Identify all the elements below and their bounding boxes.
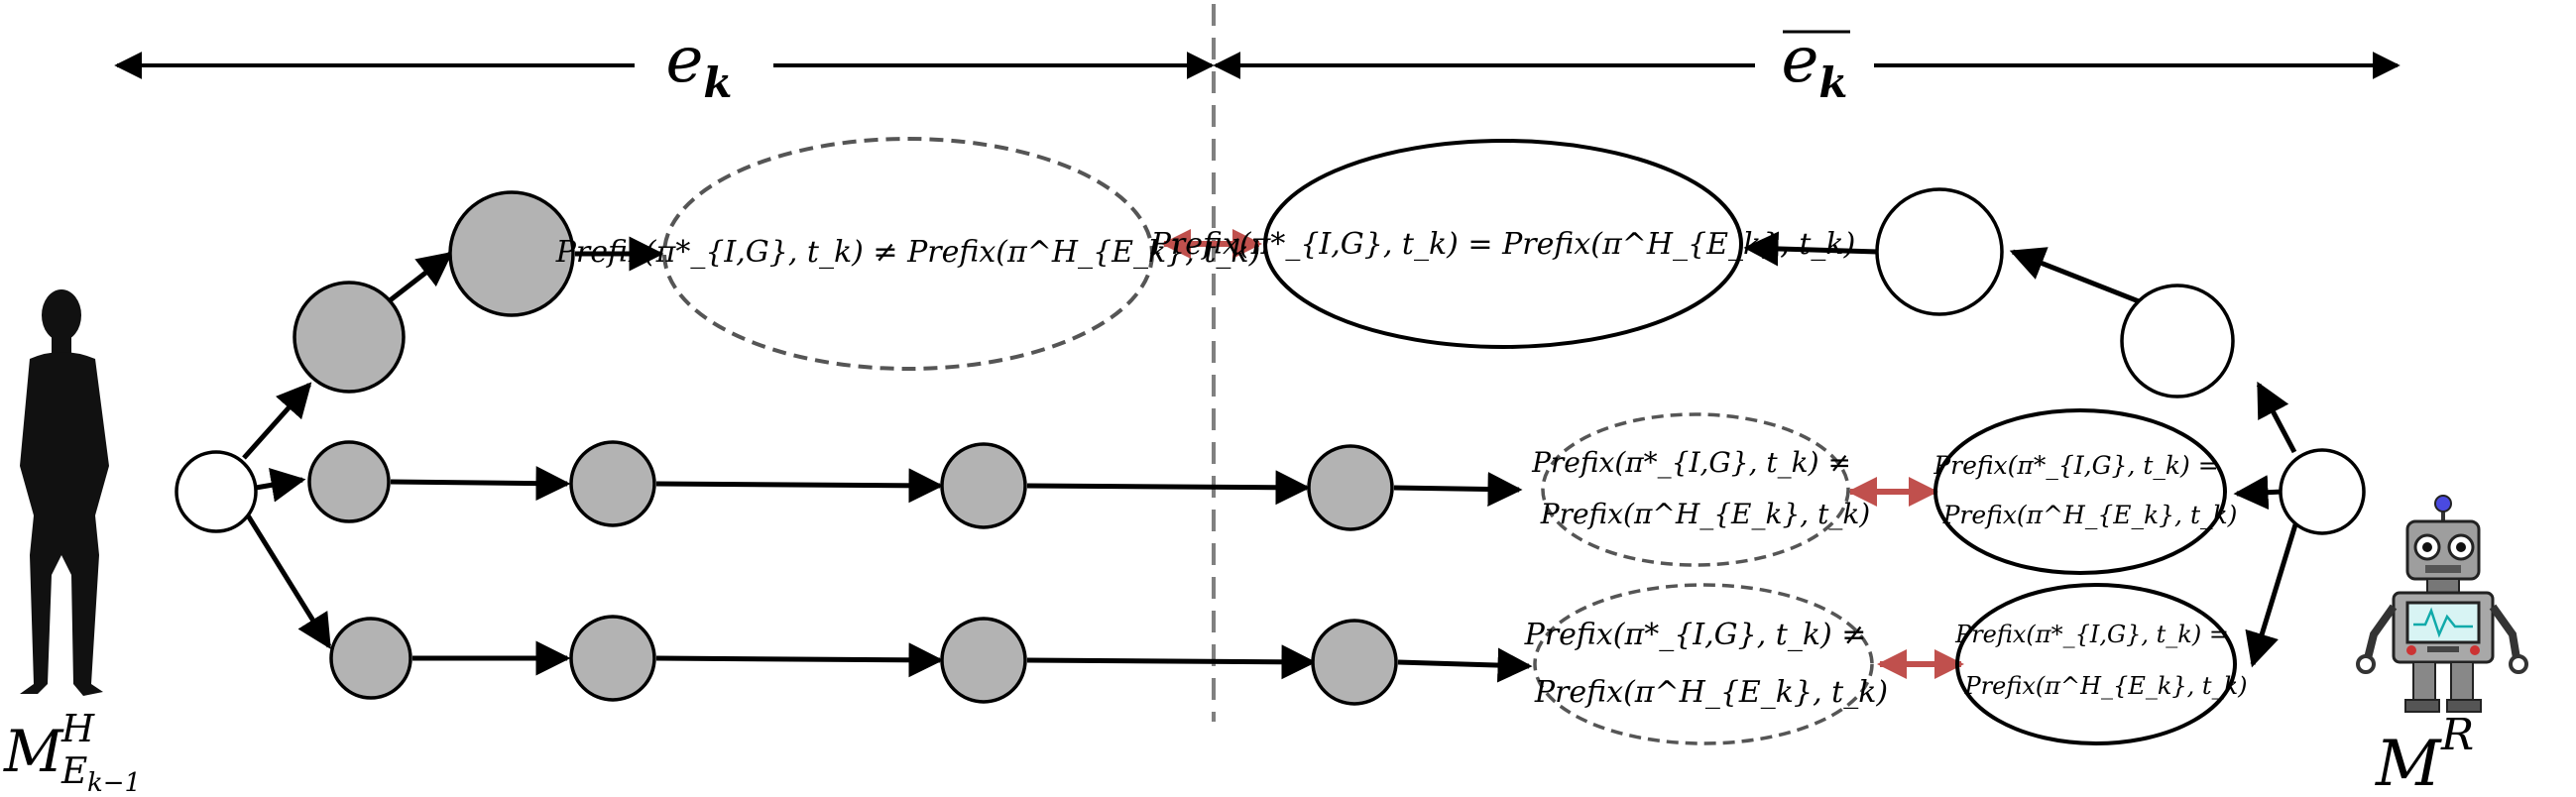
ellipse-top-right-text: Prefix(π*_{I,G}, t_k) = Prefix(π^H_{E_k}…: [1150, 227, 1856, 262]
human-silhouette-icon: [20, 289, 109, 696]
bot-node-4: [1311, 619, 1398, 706]
robot-agent-label-sup: R: [2440, 710, 2474, 760]
ellipse-bot-right-line-1: Prefix(π*_{I,G}, t_k) =: [1954, 621, 2229, 648]
edge-bot-3: [1026, 644, 1317, 680]
edge-bot-4: [1397, 647, 1533, 683]
start-node: [175, 450, 258, 533]
ellipse-bot-left-line-1: Prefix(π*_{I,G}, t_k) ≠: [1524, 618, 1867, 652]
robot-icon: [2356, 495, 2528, 713]
edge-top-1: [387, 251, 453, 303]
human-agent-label: M: [3, 718, 64, 785]
ellipse-mid-left: [1541, 412, 1850, 567]
top-node-1: [293, 281, 406, 394]
ellipse-mid-right-line-2: Prefix(π^H_{E_k}, t_k): [1942, 501, 2238, 529]
robot-top-node-1: [2120, 284, 2235, 398]
ellipse-bot-left-line-2: Prefix(π^H_{E_k}, t_k): [1534, 675, 1888, 710]
ellipse-mid-right: [1933, 408, 2227, 575]
ellipse-top-left-text: Prefix(π*_{I,G}, t_k) ≠ Prefix(π^H_{E_k}…: [555, 235, 1261, 270]
robot-agent-label: M: [2375, 728, 2442, 797]
right-region-label: ek: [1782, 24, 1848, 107]
human-agent-label-subsub: k−1: [87, 768, 141, 797]
edge-mid-1: [390, 466, 571, 502]
ellipse-top-left: [662, 137, 1154, 371]
edge-start-bot: [245, 513, 332, 649]
mid-node-2: [569, 440, 656, 527]
edge-robot-top-2: [2009, 247, 2145, 306]
ellipse-top-right: [1263, 139, 1743, 349]
ellipse-mid-right-line-1: Prefix(π*_{I,G}, t_k) =: [1932, 451, 2218, 480]
robot-start-node: [2279, 448, 2366, 535]
edge-robot-bot: [2245, 520, 2299, 668]
ellipse-bot-left: [1533, 583, 1874, 745]
mid-node-1: [307, 440, 391, 523]
edge-robot-top-1: [2256, 381, 2297, 454]
mid-node-4: [1307, 444, 1394, 531]
bot-node-2: [569, 615, 656, 702]
ellipse-mid-left-line-2: Prefix(π^H_{E_k}, t_k): [1540, 498, 1870, 530]
edge-robot-mid: [2233, 475, 2283, 511]
ellipse-bot-right-line-2: Prefix(π^H_{E_k}, t_k): [1964, 672, 2248, 700]
bot-node-1: [329, 617, 412, 700]
edge-mid-2: [655, 468, 944, 504]
edge-bot-2: [655, 642, 944, 678]
edge-robot-top-3: [1743, 231, 1879, 267]
robot-top-node-2: [1875, 187, 2004, 316]
human-agent-label-sub: E: [60, 751, 87, 792]
edge-start-mid: [255, 468, 306, 503]
ellipse-mid-left-line-1: Prefix(π*_{I,G}, t_k) ≠: [1531, 446, 1851, 479]
ellipse-bot-right: [1955, 583, 2237, 745]
mid-node-3: [940, 442, 1027, 529]
edge-start-top: [242, 382, 312, 460]
top-node-2: [448, 190, 575, 317]
edge-mid-4: [1393, 472, 1523, 507]
human-agent-label-sup: H: [60, 707, 95, 750]
left-region-label: ek: [666, 24, 733, 107]
bot-node-3: [940, 617, 1027, 704]
edge-mid-3: [1026, 470, 1311, 506]
